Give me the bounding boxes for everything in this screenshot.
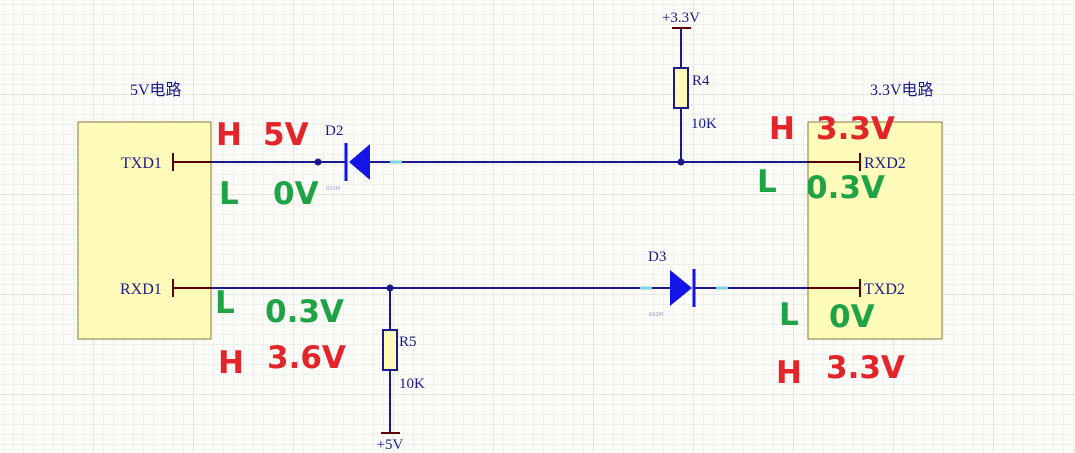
rx1-high-level: H (218, 345, 244, 381)
power-label-5v: +5V (377, 437, 404, 453)
rx2-high-voltage: 3.3V (816, 111, 895, 147)
rx2-low-level: L (757, 164, 777, 200)
rx1-low-voltage: 0.3V (265, 294, 344, 330)
block-right-title: 3.3V电路 (870, 81, 934, 99)
junction-d2-cathode (314, 158, 322, 166)
d2-footprint: RS3M (326, 186, 340, 192)
diode-d2[interactable] (344, 143, 370, 181)
r4-value: 10K (691, 116, 717, 132)
rx2-high-level: H (769, 111, 795, 147)
tx2-high-voltage: 3.3V (826, 350, 905, 386)
block-5v-circuit[interactable] (77, 121, 212, 340)
rx2-low-voltage: 0.3V (806, 170, 885, 206)
tx1-low-level: L (219, 176, 239, 212)
tx1-high-level: H (216, 117, 242, 153)
resistor-r5[interactable] (382, 329, 398, 371)
resistor-r4[interactable] (673, 67, 689, 109)
block-left-title: 5V电路 (130, 81, 182, 99)
r4-ref: R4 (692, 73, 710, 89)
pin-label-txd2: TXD2 (864, 281, 905, 298)
r5-value: 10K (399, 376, 425, 392)
pin-label-txd1: TXD1 (121, 155, 162, 172)
d2-ref: D2 (325, 123, 343, 139)
d3-ref: D3 (648, 249, 666, 265)
rx1-low-level: L (215, 285, 235, 321)
pin-label-rxd2: RXD2 (864, 155, 906, 172)
pin-label-rxd1: RXD1 (120, 281, 162, 298)
tx1-low-voltage: 0V (273, 176, 319, 212)
rx1-high-voltage: 3.6V (267, 340, 346, 376)
d3-footprint: RS3M (649, 312, 663, 318)
power-label-3v3: +3.3V (662, 10, 700, 26)
tx2-high-level: H (776, 355, 802, 391)
diode-d3[interactable] (670, 269, 696, 307)
tx2-low-voltage: 0V (829, 299, 875, 335)
r5-ref: R5 (399, 334, 417, 350)
tx1-high-voltage: 5V (263, 117, 309, 153)
block-3v3-circuit[interactable] (807, 121, 943, 340)
tx2-low-level: L (779, 297, 799, 333)
